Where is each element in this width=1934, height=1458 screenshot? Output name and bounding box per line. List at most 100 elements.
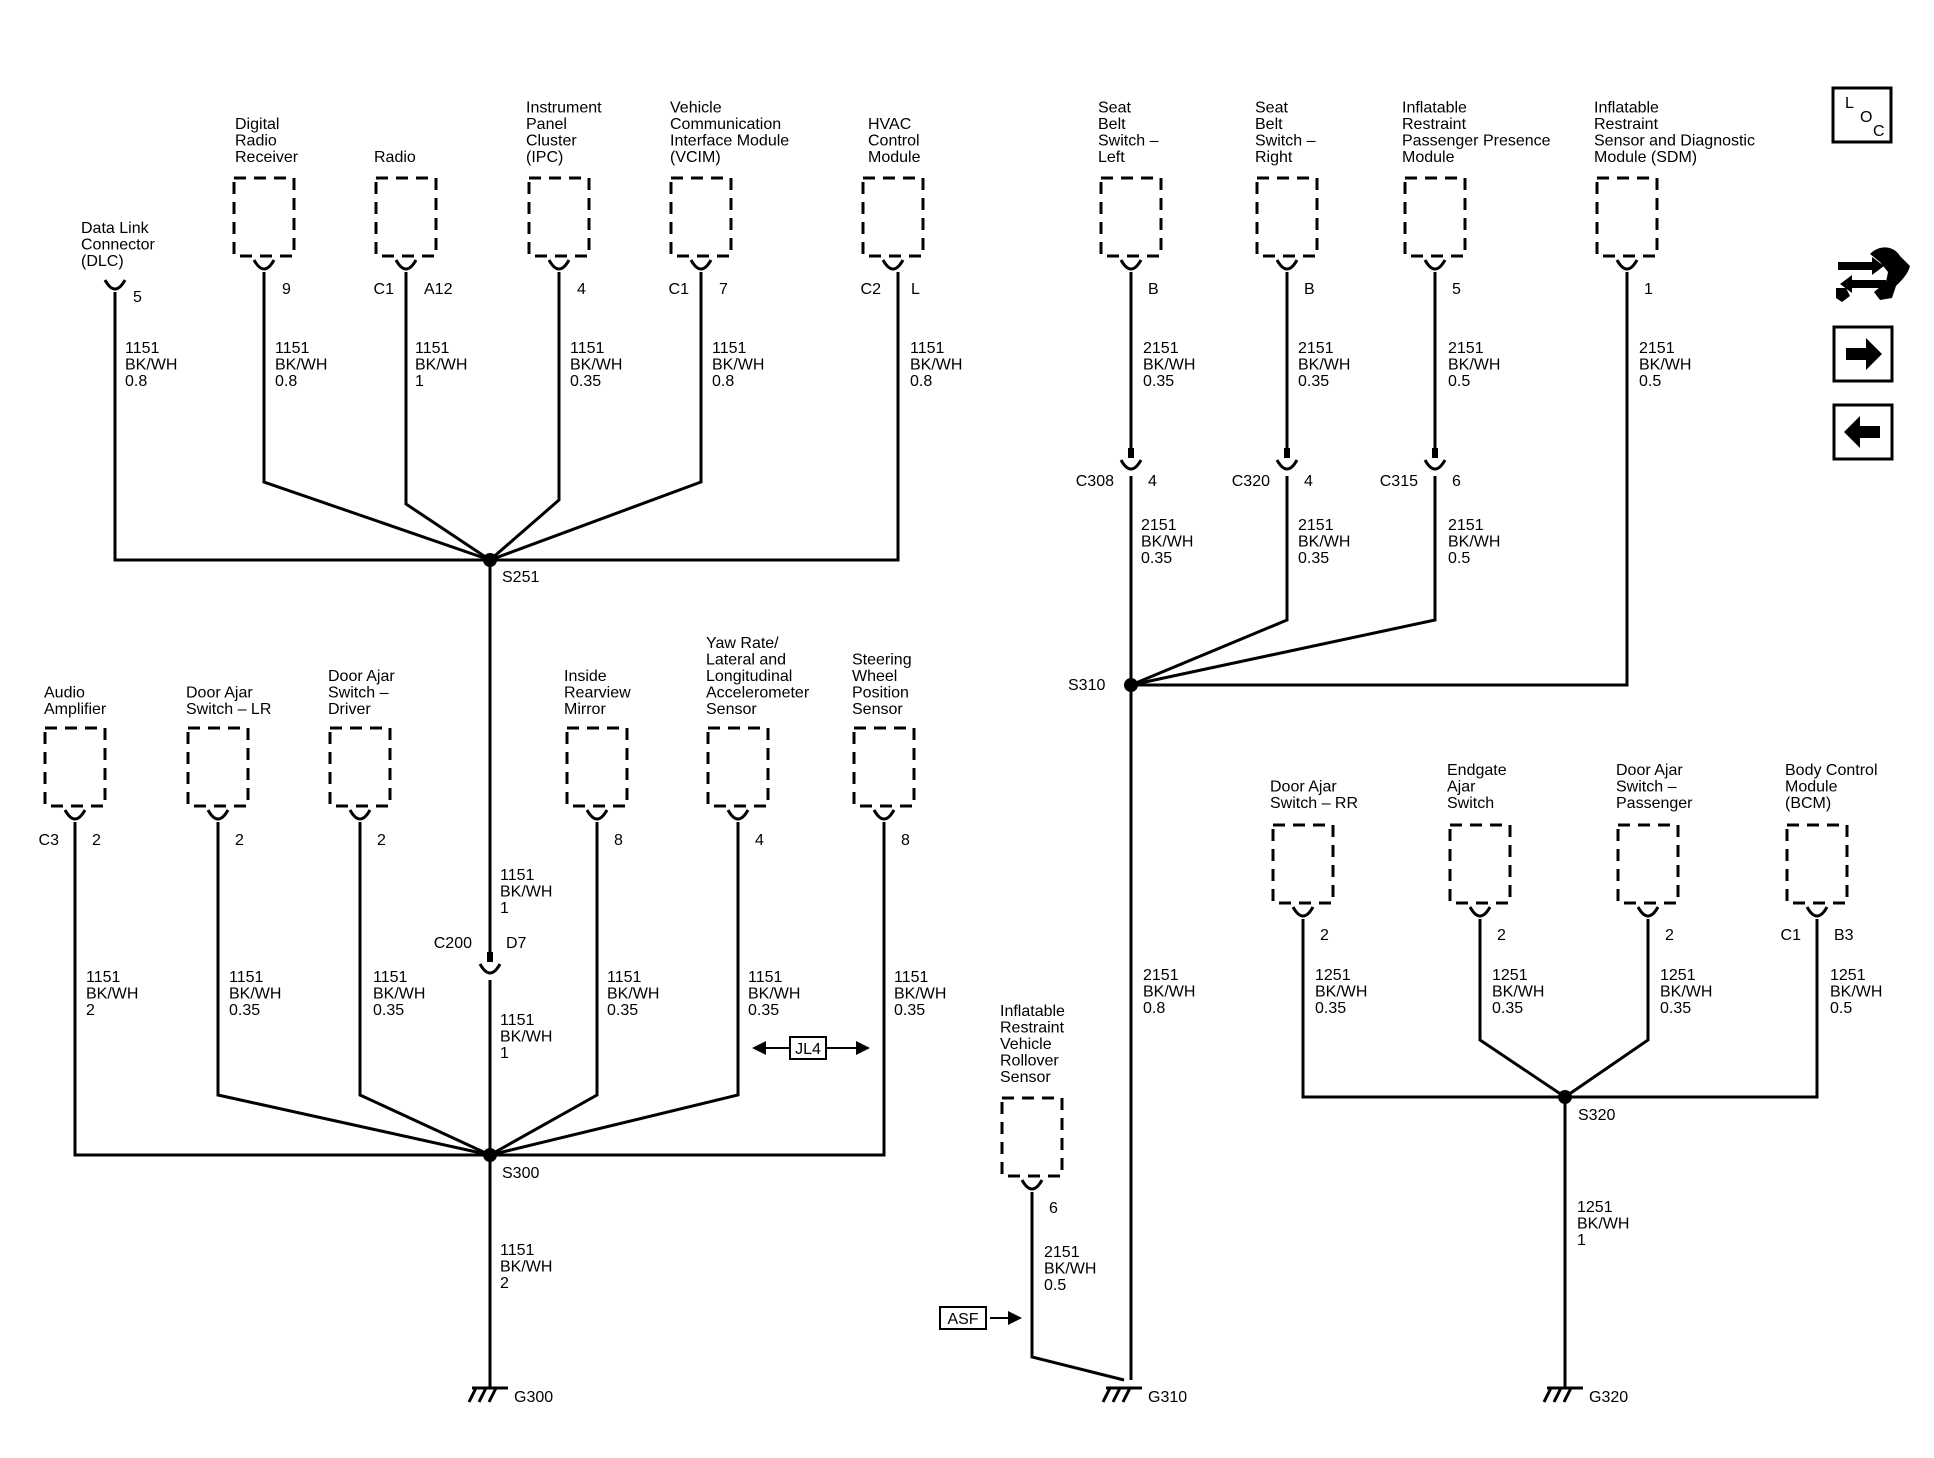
wire-label-sbl_b-line: BK/WH bbox=[1141, 534, 1193, 551]
component-label-ipc-line: (IPC) bbox=[526, 149, 563, 166]
asf-arrow bbox=[1008, 1311, 1022, 1325]
previous-arrow-icon[interactable] bbox=[1832, 403, 1894, 461]
wire-label-sbl_b-line: 0.35 bbox=[1141, 550, 1172, 567]
component-dadrv-box[interactable] bbox=[328, 726, 392, 808]
wire-label-amp-line: 1151 bbox=[86, 969, 121, 986]
wire-label-s310_g310-line: BK/WH bbox=[1143, 984, 1195, 1001]
loc-icon[interactable]: L O C bbox=[1831, 86, 1893, 144]
component-label-bcm-line: Module bbox=[1785, 779, 1838, 796]
jl4-left-arrow bbox=[752, 1041, 766, 1055]
component-sbl-box[interactable] bbox=[1099, 176, 1163, 258]
component-label-yaw-line: Accelerometer bbox=[706, 685, 810, 702]
reference-jl4[interactable]: JL4 bbox=[789, 1036, 827, 1060]
pin-c308: 4 bbox=[1148, 473, 1157, 490]
component-label-hvac-line: Module bbox=[868, 149, 921, 166]
component-label-vcim-line: Communication bbox=[670, 116, 781, 133]
component-endgate-box[interactable] bbox=[1448, 823, 1512, 905]
component-label-sbl-line: Seat bbox=[1098, 100, 1131, 117]
component-sbr-box[interactable] bbox=[1255, 176, 1319, 258]
wire-ipc bbox=[489, 272, 561, 562]
component-drr-box[interactable] bbox=[232, 176, 296, 258]
component-ipc-box[interactable] bbox=[527, 176, 591, 258]
component-label-yaw-line: Lateral and bbox=[706, 652, 786, 669]
component-radio-box[interactable] bbox=[374, 176, 438, 258]
connector-tool-icon[interactable] bbox=[1836, 247, 1910, 302]
wire-label-dalr-line: 1151 bbox=[229, 969, 264, 986]
component-swps-box[interactable] bbox=[852, 726, 916, 808]
wire-label-radio-line: 1151 bbox=[415, 340, 450, 357]
wire-label-sdm-line: 2151 bbox=[1639, 340, 1675, 357]
component-label-sdm-line: Sensor and Diagnostic bbox=[1594, 133, 1755, 150]
connector-darr bbox=[1291, 906, 1315, 918]
component-label-dapass-line: Passenger bbox=[1616, 795, 1693, 812]
component-label-swps-line: Steering bbox=[852, 652, 912, 669]
ground-symbol-g320[interactable] bbox=[1542, 1386, 1583, 1403]
component-mirror-box[interactable] bbox=[565, 726, 629, 808]
connector-id-c200: C200 bbox=[434, 935, 472, 952]
connector-irpp bbox=[1423, 259, 1447, 271]
connector-c200-male bbox=[487, 952, 493, 962]
wire-label-s251_c200-line: 1 bbox=[500, 900, 509, 917]
component-label-mirror-line: Mirror bbox=[564, 701, 606, 718]
wire-label-sbr_b-line: BK/WH bbox=[1298, 534, 1350, 551]
component-label-bcm-line: (BCM) bbox=[1785, 795, 1831, 812]
wire-label-c200_s300-line: BK/WH bbox=[500, 1029, 552, 1046]
connector-c200-female bbox=[478, 963, 502, 975]
component-label-irpp-line: Inflatable bbox=[1402, 100, 1467, 117]
component-label-yaw-line: Sensor bbox=[706, 701, 757, 718]
wire-label-amp-line: 2 bbox=[86, 1002, 95, 1019]
ground-symbol-g300[interactable] bbox=[467, 1386, 508, 1403]
component-dalr-box[interactable] bbox=[186, 726, 250, 808]
wire-label-dapass-line: 1251 bbox=[1660, 967, 1696, 984]
component-label-dapass-line: Door Ajar bbox=[1616, 762, 1683, 779]
connector-drr bbox=[252, 259, 276, 271]
wire-label-ipc-line: BK/WH bbox=[570, 357, 622, 374]
component-hvac-box[interactable] bbox=[861, 176, 925, 258]
component-darr-box[interactable] bbox=[1271, 823, 1335, 905]
wire-label-mirror-line: 0.35 bbox=[607, 1002, 638, 1019]
component-vcim-box[interactable] bbox=[669, 176, 733, 258]
wire-label-s300_g300-line: 2 bbox=[500, 1275, 509, 1292]
wire-label-s300_g300-line: 1151 bbox=[500, 1242, 535, 1259]
pin-sbl: B bbox=[1148, 281, 1159, 298]
wire-label-irpp_b-line: 2151 bbox=[1448, 517, 1484, 534]
wire-label-dapass-line: 0.35 bbox=[1660, 1000, 1691, 1017]
connector-sdm bbox=[1615, 259, 1639, 271]
wire-label-sbr_b-line: 0.35 bbox=[1298, 550, 1329, 567]
component-irpp-box[interactable] bbox=[1403, 176, 1467, 258]
component-label-ipc-line: Cluster bbox=[526, 133, 577, 150]
component-label-sdm-line: Module (SDM) bbox=[1594, 149, 1697, 166]
component-sdm-box[interactable] bbox=[1595, 176, 1659, 258]
component-label-endgate-line: Ajar bbox=[1447, 779, 1476, 796]
wire-label-dalr-line: 0.35 bbox=[229, 1002, 260, 1019]
component-label-darr-line: Door Ajar bbox=[1270, 779, 1337, 796]
component-amp-box[interactable] bbox=[43, 726, 107, 808]
connector-id-hvac: C2 bbox=[861, 281, 882, 298]
ground-symbol-g310[interactable] bbox=[1101, 1386, 1142, 1403]
connector-id-bcm: C1 bbox=[1781, 927, 1802, 944]
wire-label-mirror-line: BK/WH bbox=[607, 986, 659, 1003]
wire-label-irpp_a-line: 0.5 bbox=[1448, 373, 1470, 390]
reference-asf[interactable]: ASF bbox=[939, 1306, 987, 1330]
next-arrow-icon[interactable] bbox=[1832, 325, 1894, 383]
component-rollover-box[interactable] bbox=[1000, 1096, 1064, 1178]
connector-c320-male bbox=[1284, 448, 1290, 458]
component-dapass-box[interactable] bbox=[1616, 823, 1680, 905]
component-label-irpp-line: Restraint bbox=[1402, 116, 1467, 133]
component-bcm-box[interactable] bbox=[1785, 823, 1849, 905]
component-yaw-box[interactable] bbox=[706, 726, 770, 808]
wire-mirror bbox=[489, 822, 599, 1157]
wire-label-c200_s300-line: 1151 bbox=[500, 1012, 535, 1029]
